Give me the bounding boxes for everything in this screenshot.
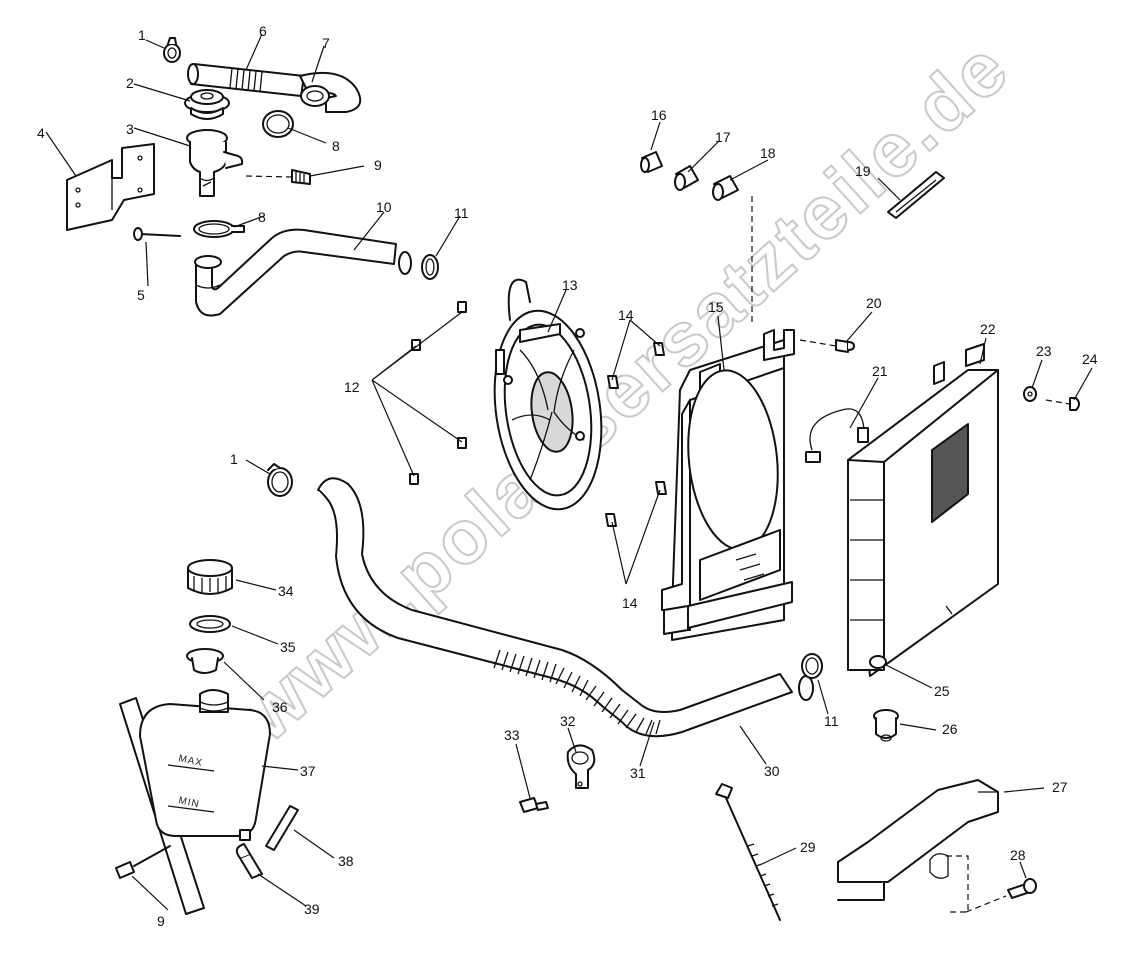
part-22-radiator	[847, 343, 999, 677]
part-26-grommet	[873, 709, 899, 742]
part-17-grommet	[674, 165, 699, 191]
callout-20: 20	[866, 295, 882, 311]
callout-38: 38	[338, 853, 354, 869]
part-9-screw-bottom	[115, 845, 171, 879]
part-39-elbow-fitting	[235, 843, 263, 879]
callout-18: 18	[760, 145, 776, 161]
part-5-screw	[133, 227, 181, 241]
part-8-clamp-lower	[193, 220, 245, 238]
part-28-bolt	[965, 878, 1037, 913]
callout-28: 28	[1010, 847, 1026, 863]
filler-neck-group	[66, 37, 439, 317]
callout-6: 6	[259, 23, 267, 39]
callout-19: 19	[855, 163, 871, 179]
callout-26: 26	[942, 721, 958, 737]
part-1-clamp-top	[163, 37, 181, 63]
callout-8-upper: 8	[332, 138, 340, 154]
callout-10: 10	[376, 199, 392, 215]
part-6-overflow-hose	[187, 63, 305, 97]
callout-4: 4	[37, 125, 45, 141]
callout-15: 15	[708, 299, 724, 315]
callout-21: 21	[872, 363, 888, 379]
part-31-hose-sleeve	[493, 649, 661, 735]
callout-25: 25	[934, 683, 950, 699]
part-32-hose-clamp	[566, 744, 596, 789]
leader-lines	[45, 33, 1093, 911]
part-11-clamp-upper	[421, 254, 439, 280]
callout-5: 5	[137, 287, 145, 303]
fan-assembly	[409, 278, 795, 641]
callout-7: 7	[322, 35, 330, 51]
part-8-clamp-upper	[262, 110, 294, 138]
part-1-clamp-lower	[267, 463, 293, 497]
callout-14-upper: 14	[618, 307, 634, 323]
callout-34: 34	[278, 583, 294, 599]
callout-27: 27	[1052, 779, 1068, 795]
callout-37: 37	[300, 763, 316, 779]
callout-1-top: 1	[138, 27, 146, 43]
part-2-radiator-cap	[184, 89, 230, 120]
part-9-screw-top	[245, 169, 311, 185]
part-38-overflow-tube	[265, 805, 299, 851]
part-14-clips	[605, 342, 667, 527]
callout-36: 36	[272, 699, 288, 715]
part-37-reservoir-tank: MAX MIN	[119, 689, 271, 915]
callout-1-lower: 1	[230, 451, 238, 467]
part-18-bushing	[712, 175, 739, 201]
part-12-fasteners	[409, 301, 467, 485]
callout-35: 35	[280, 639, 296, 655]
callout-32: 32	[560, 713, 576, 729]
callout-numbers: 1 2 3 4 5 6 7 8 8 9 10 11 12 13 14 14 15…	[37, 23, 1098, 929]
callout-9-bottom: 9	[157, 913, 165, 929]
part-16-bushing	[640, 151, 663, 173]
tank-min-label: MIN	[177, 795, 200, 810]
part-21-sensor-wire	[805, 408, 869, 463]
callout-29: 29	[800, 839, 816, 855]
part-34-reservoir-cap	[187, 559, 233, 595]
callout-23: 23	[1036, 343, 1052, 359]
callout-9-top: 9	[374, 157, 382, 173]
part-11-clamp-lower	[801, 653, 823, 679]
callout-13: 13	[562, 277, 578, 293]
callout-24: 24	[1082, 351, 1098, 367]
part-29-threaded-rod	[715, 783, 781, 921]
part-10-coolant-hose	[194, 228, 412, 317]
callout-3: 3	[126, 121, 134, 137]
part-19-strip	[887, 171, 945, 219]
part-25-plug	[869, 655, 887, 669]
tank-max-label: MAX	[177, 753, 203, 769]
callout-33: 33	[504, 727, 520, 743]
part-4-bracket	[66, 143, 155, 231]
part-20-bolt	[799, 339, 855, 353]
callout-11-lower: 11	[824, 713, 839, 729]
part-3-filler-neck	[186, 129, 244, 197]
part-36-strainer	[186, 648, 224, 674]
callout-11-upper: 11	[454, 205, 469, 221]
callout-39: 39	[304, 901, 320, 917]
callout-2: 2	[126, 75, 134, 91]
part-35-gasket	[189, 615, 231, 633]
callout-16: 16	[651, 107, 667, 123]
callout-14-lower: 14	[622, 595, 638, 611]
callout-8-lower: 8	[258, 209, 266, 225]
callout-12: 12	[344, 379, 360, 395]
part-13-cooling-fan	[493, 278, 603, 511]
part-7-hose-elbow	[299, 71, 362, 113]
part-27-support-bracket	[837, 779, 999, 913]
part-23-nut	[1023, 386, 1037, 402]
part-15-fan-shroud	[661, 329, 795, 641]
callout-22: 22	[980, 321, 996, 337]
callout-31: 31	[630, 765, 646, 781]
callout-17: 17	[715, 129, 731, 145]
callout-30: 30	[764, 763, 780, 779]
part-33-bolt	[519, 797, 549, 813]
part-24-screw	[1045, 397, 1080, 411]
